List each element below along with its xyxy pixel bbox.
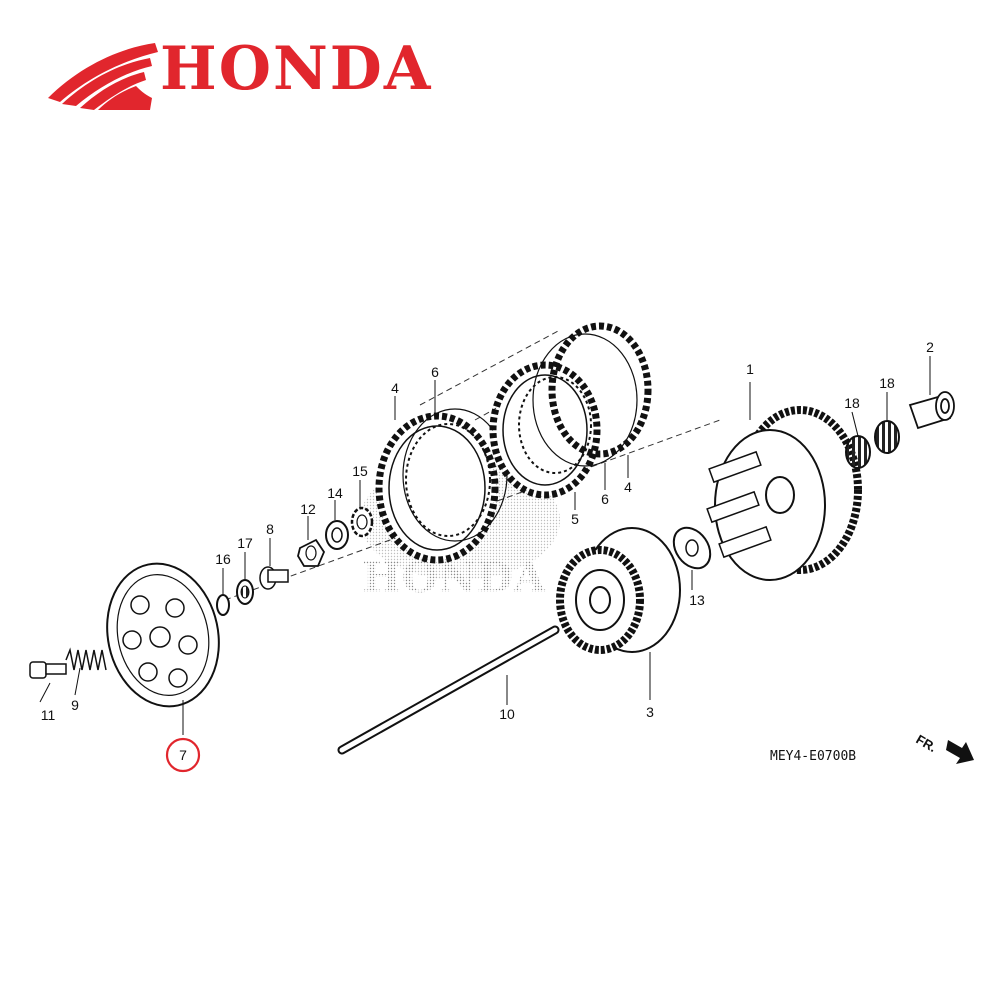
callout-10: 10	[499, 706, 515, 722]
callout-4a: 4	[391, 380, 399, 396]
washer-small	[216, 594, 230, 616]
clutch-disk-stack-rear	[489, 322, 652, 499]
callout-6b: 6	[601, 491, 609, 507]
front-direction-indicator: FR.	[914, 732, 974, 764]
washer	[325, 520, 349, 550]
callout-6a: 6	[431, 364, 439, 380]
callout-4b: 4	[624, 479, 632, 495]
needle-bearing	[845, 420, 900, 469]
clutch-outer	[706, 406, 862, 581]
lifter-piece	[259, 566, 289, 590]
clutch-spring	[65, 647, 107, 671]
lifter-rod	[337, 625, 560, 755]
callout-17: 17	[237, 535, 253, 551]
callout-9: 9	[71, 697, 79, 713]
thrust-washer	[672, 526, 712, 570]
pressure-plate	[556, 527, 681, 654]
callout-12: 12	[300, 501, 316, 517]
diagram-code: MEY4-E0700B	[770, 749, 856, 764]
callout-14: 14	[327, 485, 343, 501]
lifter-plate	[106, 562, 220, 708]
judder-spring	[350, 506, 374, 538]
callout-16: 16	[215, 551, 231, 567]
bearing	[236, 579, 254, 605]
leader-lines	[39, 356, 931, 735]
arrow-icon	[946, 740, 974, 764]
callout-2: 2	[926, 339, 934, 355]
collar	[908, 391, 955, 430]
direction-label: FR.	[914, 732, 940, 755]
watermark-text: HONDA	[362, 553, 547, 602]
callout-labels: 1 2 3 4 4 5 6 6 7 8 9 10 11 12 13 14 15 …	[41, 339, 934, 773]
honda-logo: HONDA	[40, 34, 540, 128]
callout-3: 3	[646, 704, 654, 720]
callout-18b: 18	[879, 375, 895, 391]
honda-wing-icon	[48, 43, 158, 110]
callout-8: 8	[266, 521, 274, 537]
clutch-disk-stack-front	[375, 408, 508, 564]
highlight-circle	[165, 737, 201, 773]
callout-13: 13	[689, 592, 705, 608]
lock-nut	[297, 538, 326, 567]
brand-name: HONDA	[160, 34, 433, 104]
callout-5: 5	[571, 511, 579, 527]
callout-11: 11	[41, 707, 56, 723]
bolt	[29, 661, 67, 679]
callout-18a: 18	[844, 395, 860, 411]
callout-7: 7	[179, 747, 187, 763]
callout-1: 1	[746, 361, 754, 377]
callout-15: 15	[352, 463, 368, 479]
